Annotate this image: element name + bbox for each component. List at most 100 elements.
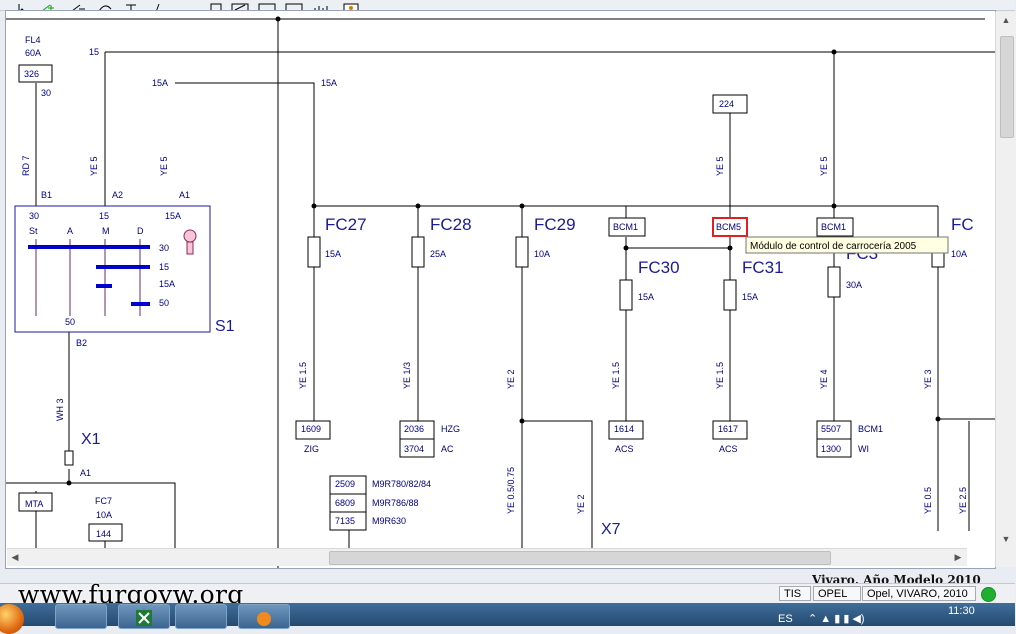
- rectangle-icon[interactable]: [258, 0, 276, 13]
- diagram-label-acs-a: ACS: [615, 444, 634, 454]
- ruler-icon[interactable]: [285, 0, 303, 13]
- diagram-label-t7135: 7135: [335, 516, 355, 526]
- diagram-label-fc27a: 15A: [325, 249, 341, 259]
- diagram-label-s1: S1: [215, 318, 235, 335]
- system-tray: ES ⌃ ▲ ▮ ▮ ◀) 11:30: [770, 603, 1015, 626]
- diagram-label-mta: MTA: [25, 499, 43, 509]
- diagram-label-ye25: YE 2.5: [958, 487, 968, 514]
- download-icon[interactable]: [231, 0, 249, 13]
- document-title: Vivaro, Año Modelo 2010: [812, 573, 981, 587]
- terminal-boxes: [14, 64, 945, 542]
- horizontal-scrollbar[interactable]: ◀ ▶: [7, 548, 967, 566]
- scroll-up-icon[interactable]: ▲: [1001, 15, 1011, 25]
- diagram-label-x7: X7: [601, 521, 621, 538]
- taskbar-app-1[interactable]: [55, 604, 107, 629]
- diagram-label-s50b: 50: [65, 317, 75, 327]
- diagram-label-ye15-a: YE 1.5: [298, 362, 308, 389]
- diagram-label-s30: 30: [29, 211, 39, 221]
- taskbar: ES ⌃ ▲ ▮ ▮ ◀) 11:30: [0, 603, 1015, 634]
- diagram-label-sm: M: [102, 226, 110, 236]
- diagram-label-m9r780: M9R780/82/84: [372, 479, 431, 489]
- diagram-label-fc28: FC28: [430, 215, 472, 234]
- diagram-label-ye4: YE 4: [819, 369, 829, 389]
- diagram-label-w15a-1: 15A: [152, 78, 168, 88]
- diagram-label-ye15-c: YE 1.5: [715, 362, 725, 389]
- clock[interactable]: 11:30: [948, 605, 975, 617]
- diagram-label-fc30a: 15A: [638, 292, 654, 302]
- diagram-label-r30: 30: [159, 243, 169, 253]
- diagram-label-fc7: FC7: [95, 496, 112, 506]
- bar-icon[interactable]: [152, 0, 168, 13]
- diagram-label-fc30: FC30: [638, 258, 680, 277]
- diagram-label-acs-b: ACS: [719, 444, 738, 454]
- add-node-icon[interactable]: [40, 0, 56, 12]
- diagram-label-fc28a: 25A: [430, 249, 446, 259]
- status-model: Opel, VIVARO, 2010: [862, 586, 976, 601]
- taskbar-app-4[interactable]: [238, 604, 290, 629]
- diagram-label-fc31: FC31: [742, 258, 784, 277]
- diagram-label-m9r786: M9R786/88: [372, 498, 419, 508]
- diagram-label-s15: 15: [99, 211, 109, 221]
- vertical-scrollbar[interactable]: ▲ ▼: [995, 12, 1016, 567]
- diagram-label-t2509: 2509: [335, 479, 355, 489]
- diagram-label-t224: 224: [719, 99, 734, 109]
- diagram-label-ye5-c: YE 5: [715, 156, 725, 176]
- diagram-label-wh3: WH 3: [55, 399, 65, 422]
- diagram-label-ye05: YE 0.5/0.75: [506, 467, 516, 514]
- diagram-label-sd: D: [137, 226, 144, 236]
- scroll-right-icon[interactable]: ▶: [954, 552, 962, 562]
- diagram-label-fc7a: 10A: [96, 510, 112, 520]
- add-line-icon[interactable]: [70, 0, 86, 12]
- diagram-label-ye5-a: YE 5: [89, 156, 99, 176]
- junction-dots: [66, 16, 941, 486]
- photo-viewer-icon[interactable]: [175, 604, 227, 629]
- tray-icons[interactable]: ⌃ ▲ ▮ ▮ ◀): [808, 613, 865, 625]
- diagram-label-st: St: [29, 226, 38, 236]
- diagram-label-r15a: 15A: [159, 279, 175, 289]
- diagram-label-t1609: 1609: [301, 424, 321, 434]
- tooltip-text: Módulo de control de carrocería 2005: [750, 241, 917, 252]
- diagram-label-ac: AC: [441, 444, 454, 454]
- scroll-left-icon[interactable]: ◀: [11, 552, 19, 562]
- diagram-label-t5507: 5507: [821, 424, 841, 434]
- diagram-label-s15a: 15A: [165, 211, 181, 221]
- diagram-label-t2036: 2036: [404, 424, 424, 434]
- diagram-label-x1: X1: [81, 431, 101, 448]
- horizontal-scroll-thumb[interactable]: [329, 551, 831, 565]
- diagram-label-t1614: 1614: [614, 424, 634, 434]
- zoom-fit-icon[interactable]: [209, 0, 225, 13]
- diagram-label-ye2-a: YE 2: [506, 369, 516, 389]
- diagram-label-b1: B1: [41, 190, 52, 200]
- diagram-label-fc29a: 10A: [534, 249, 550, 259]
- ruler-icon[interactable]: [312, 0, 331, 13]
- diagram-label-t6809: 6809: [335, 498, 355, 508]
- diagram-label-b2: B2: [76, 338, 87, 348]
- diagram-label-w15a-2: 15A: [321, 78, 337, 88]
- diagram-label-a2: A2: [112, 190, 123, 200]
- diagram-label-r50: 50: [159, 298, 169, 308]
- excel-icon[interactable]: [118, 604, 170, 629]
- diagram-label-a1: A1: [179, 190, 190, 200]
- diagram-label-r15: 15: [159, 262, 169, 272]
- text-icon[interactable]: [124, 0, 140, 12]
- diagram-label-ye05b: YE 0.5: [923, 487, 933, 514]
- diagram-label-fc32a: 30A: [846, 280, 862, 290]
- ignition-switch: [28, 229, 197, 316]
- pointer-icon[interactable]: [16, 0, 32, 14]
- scroll-down-icon[interactable]: ▼: [1001, 534, 1011, 544]
- curve-icon[interactable]: [97, 0, 113, 12]
- status-brand: OPEL: [813, 586, 861, 601]
- diagram-label-sa: A: [67, 226, 73, 236]
- diagram-label-m9r630: M9R630: [372, 516, 406, 526]
- diagram-label-w30: 30: [41, 88, 51, 98]
- diagram-label-fl4-amp: 60A: [25, 48, 41, 58]
- vertical-scroll-thumb[interactable]: [1000, 36, 1014, 138]
- diagram-label-fcx-a: 10A: [951, 249, 967, 259]
- lock-icon[interactable]: [343, 0, 359, 13]
- diagram-label-ye2-b: YE 2: [576, 494, 586, 514]
- language-indicator[interactable]: ES: [778, 613, 793, 625]
- connection-ok-icon: [981, 587, 996, 602]
- start-orb-icon[interactable]: [0, 604, 24, 634]
